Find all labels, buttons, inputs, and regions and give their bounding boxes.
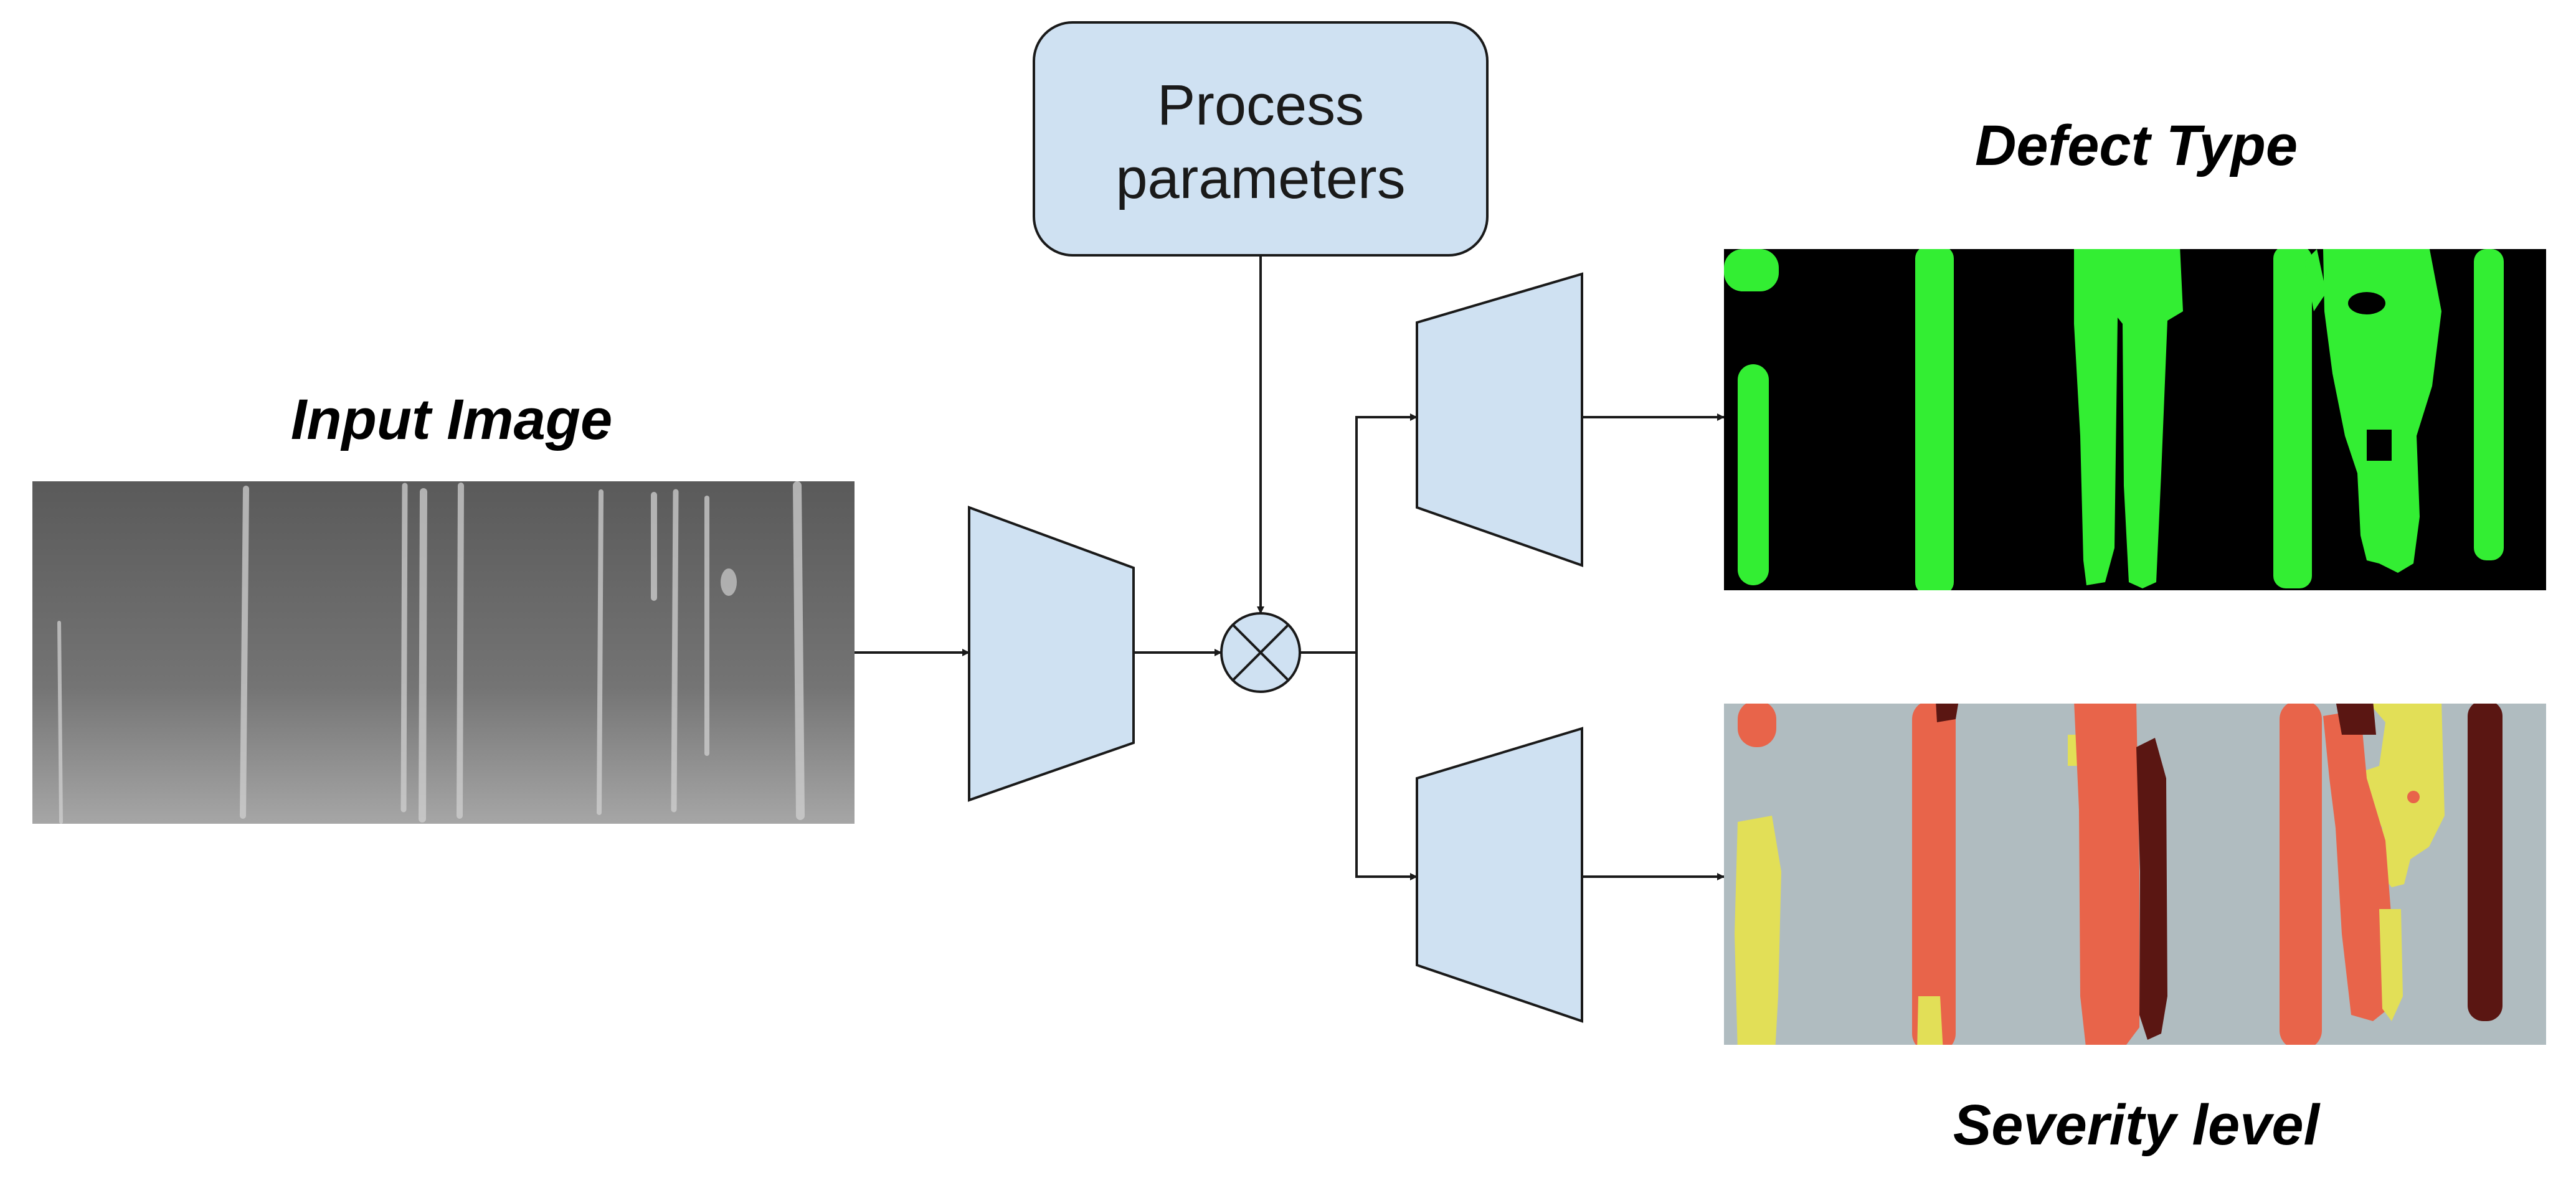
encoder-block bbox=[968, 506, 1135, 802]
input-image bbox=[32, 481, 855, 824]
process-parameters-box: Process parameters bbox=[1033, 21, 1489, 257]
defect-type-map bbox=[1724, 249, 2546, 590]
severity-level-map bbox=[1724, 704, 2546, 1045]
connectors bbox=[855, 255, 1725, 880]
process-label-line1: Process bbox=[1157, 73, 1364, 137]
input-image-title: Input Image bbox=[291, 388, 612, 451]
severity-decoder-block bbox=[1416, 727, 1583, 1023]
defect-type-title: Defect Type bbox=[1975, 114, 2298, 177]
severity-level-title: Severity level bbox=[1953, 1093, 2321, 1157]
process-label-line2: parameters bbox=[1115, 147, 1405, 210]
multiply-node bbox=[1220, 612, 1301, 693]
defect-decoder-block bbox=[1416, 272, 1583, 567]
